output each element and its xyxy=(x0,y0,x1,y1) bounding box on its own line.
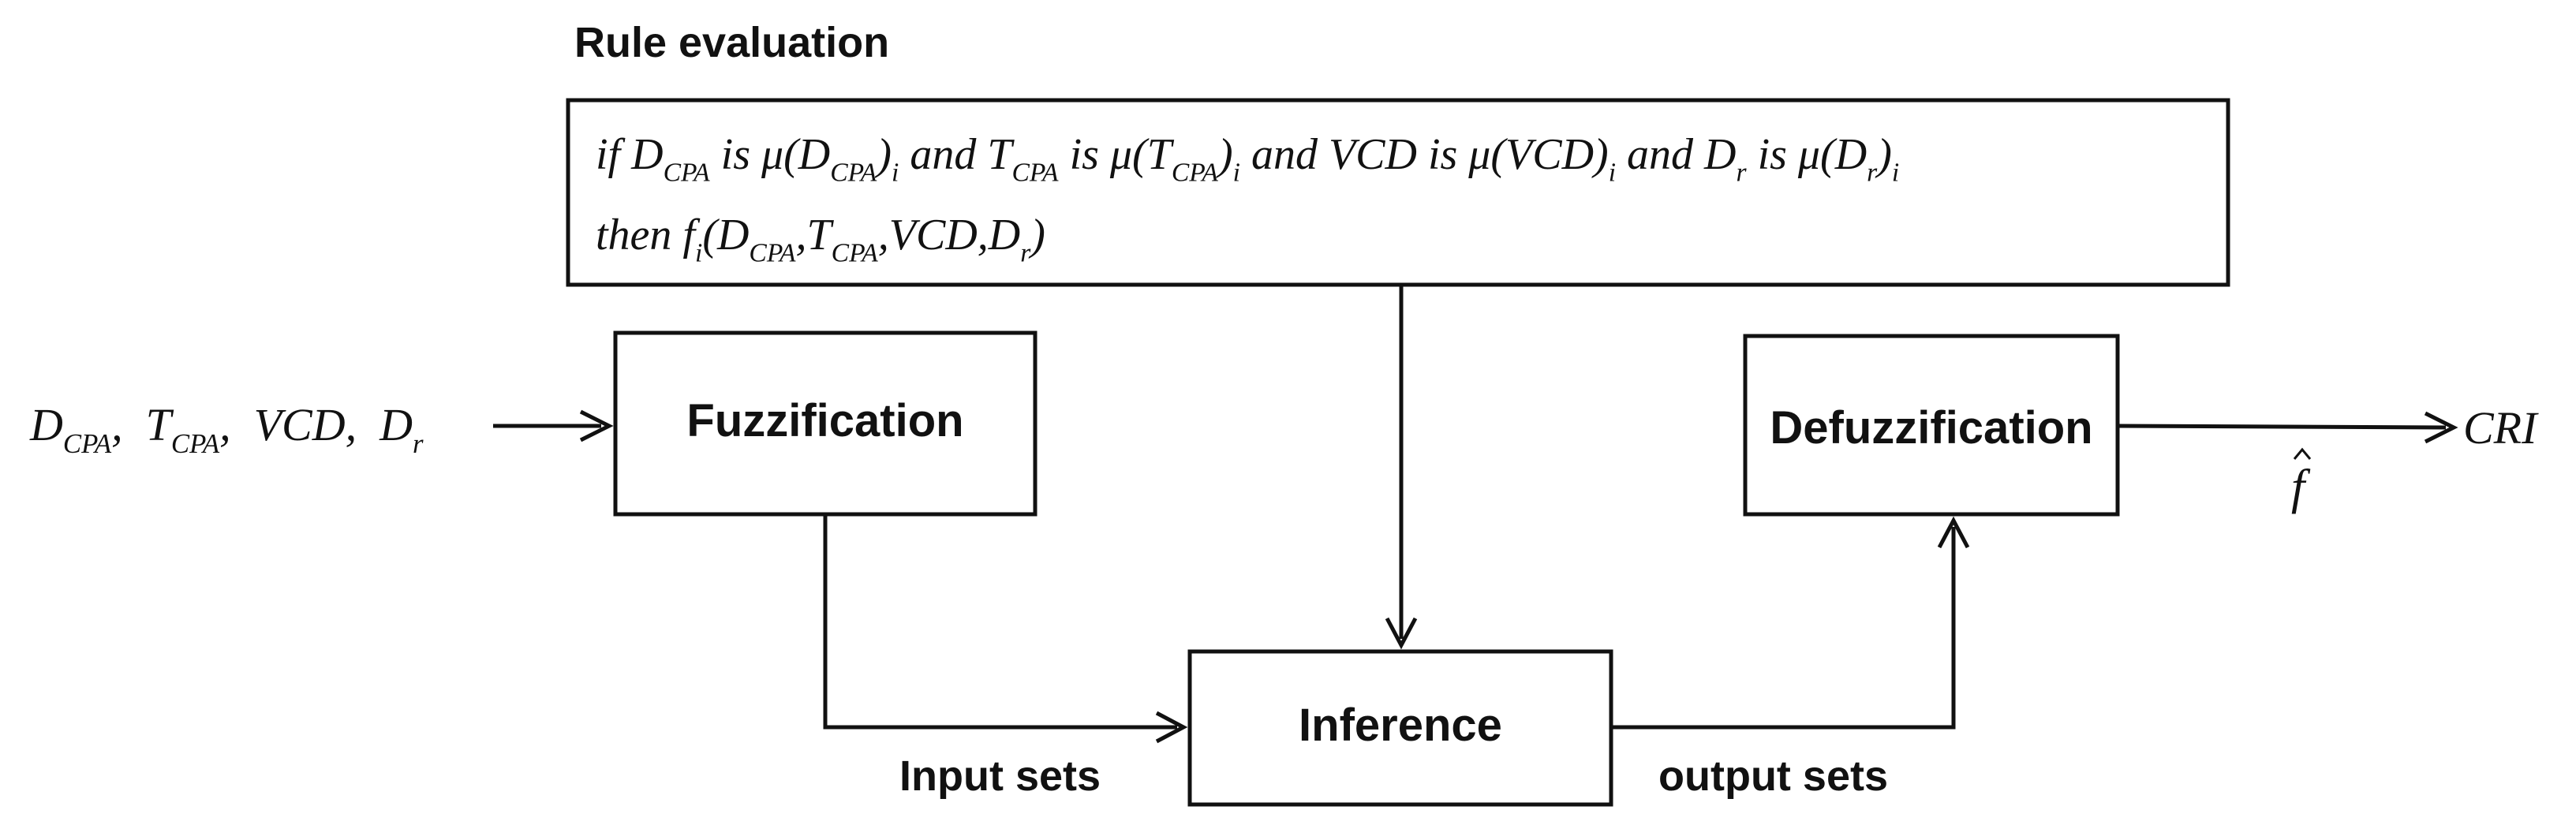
fuzzification-box xyxy=(613,330,1038,517)
subscript-text: CPA xyxy=(63,428,112,459)
arrowhead-rule xyxy=(1385,617,1418,650)
formula-text: T xyxy=(987,130,1015,179)
subscript-text: r xyxy=(413,428,424,459)
subscript-text: CPA xyxy=(1011,159,1059,188)
input-sets-label: Input sets xyxy=(899,752,1101,800)
arrow-defuzzification-to-cri xyxy=(2117,424,2447,430)
formula-text: is μ(D xyxy=(1747,130,1868,179)
formula-text: D xyxy=(29,399,63,450)
subscript-text: CPA xyxy=(664,159,711,188)
formula-text: D xyxy=(630,130,663,179)
formula-text: ) xyxy=(1875,130,1892,179)
formula-text: then f xyxy=(596,211,701,259)
input-variables: DCPA, TCPA, VCD, Dr xyxy=(29,399,424,459)
subscript-text: i xyxy=(1892,159,1899,188)
rule-line-1: if DCPA is μ(DCPA)i and TCPA is μ(TCPA)i… xyxy=(596,130,1899,188)
subscript-text: r xyxy=(1867,159,1878,188)
inference-label: Inference xyxy=(1299,700,1502,751)
formula-text: D xyxy=(798,130,830,179)
formula-text: ) xyxy=(1028,211,1045,259)
arrowhead-inputs xyxy=(579,409,614,442)
subscript-text: CPA xyxy=(171,428,220,459)
subscript-text: i xyxy=(1609,159,1616,188)
formula-text: , T xyxy=(111,399,174,450)
formula-text: , VCD, D xyxy=(219,399,413,450)
fuzzification-label: Fuzzification xyxy=(686,395,963,446)
formula-text: and VCD is μ(VCD) xyxy=(1240,130,1609,179)
subscript-text: r xyxy=(1020,239,1031,268)
subscript-text: r xyxy=(1737,159,1748,188)
hat-accent xyxy=(2293,447,2312,460)
arrow-inference-to-defuzzification xyxy=(1611,527,1956,730)
formula-text: T xyxy=(1147,130,1175,179)
arrowhead-cri xyxy=(2424,411,2458,444)
f-hat-letter: f xyxy=(2291,461,2311,514)
formula-text: is μ( xyxy=(710,130,801,179)
output-sets-label: output sets xyxy=(1658,752,1888,800)
subscript-text: i xyxy=(892,159,899,188)
subscript-text: CPA xyxy=(1172,159,1219,188)
subscript-text: i xyxy=(695,239,702,268)
subscript-text: CPA xyxy=(832,239,879,268)
arrow-fuzzification-to-inference xyxy=(823,514,1177,730)
f-hat-symbol: f xyxy=(2291,447,2312,514)
formula-text: ,VCD,D xyxy=(878,211,1020,259)
subscript-text: CPA xyxy=(830,159,877,188)
defuzzification-box xyxy=(1743,334,2120,517)
formula-text: ) xyxy=(874,130,892,179)
formula-text: if xyxy=(596,130,631,179)
defuzzification-label: Defuzzification xyxy=(1770,402,2092,454)
formula-text: and xyxy=(899,130,987,179)
formula-text: is μ( xyxy=(1059,130,1150,179)
inference-box xyxy=(1187,649,1613,807)
cri-label: CRI xyxy=(2463,402,2539,454)
rule-line-2: then fi(DCPA,TCPA,VCD,Dr) xyxy=(596,211,1045,268)
arrowhead-fuzzification xyxy=(1155,711,1188,744)
rule-evaluation-box xyxy=(566,98,2230,287)
formula-text: ) xyxy=(1216,130,1233,179)
formula-text: ,T xyxy=(796,211,835,259)
arrowhead-defuzzification xyxy=(1937,516,1970,549)
formula-text: (D xyxy=(702,211,749,259)
subscript-text: CPA xyxy=(749,239,796,268)
formula-text: and D xyxy=(1616,130,1736,179)
diagram-title: Rule evaluation xyxy=(574,19,889,66)
subscript-text: i xyxy=(1233,159,1240,188)
